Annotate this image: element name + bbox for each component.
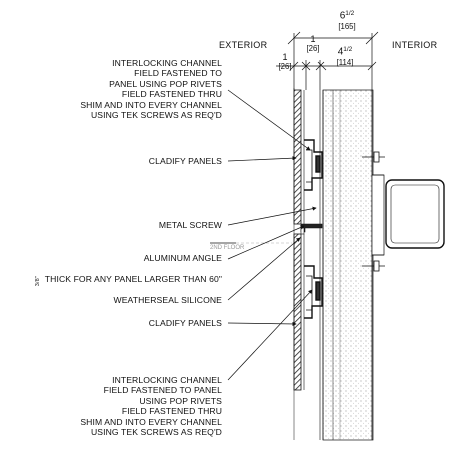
tek-screw-upper: [362, 151, 385, 163]
dimension-overall: 61/2 [165]: [325, 10, 369, 31]
cladding-panel-bottom: [293, 233, 302, 391]
callout-weatherseal-silicone: WEATHERSEAL SILICONE: [113, 295, 222, 305]
interior-heading: INTERIOR: [392, 40, 438, 50]
dimension-mid-mm: [26]: [306, 44, 320, 53]
floor-edge: [371, 174, 385, 256]
callout-interlocking-channel-bottom: INTERLOCKING CHANNEL FIELD FASTENED TO P…: [80, 375, 222, 438]
dimension-left-whole: 1: [282, 52, 288, 62]
callout-cladify-panels-bottom: CLADIFY PANELS: [148, 318, 222, 328]
angle-note-text: THICK FOR ANY PANEL LARGER THAN 60": [44, 274, 222, 285]
dimension-overall-whole: 6: [339, 10, 346, 22]
leader-lines: [227, 89, 317, 381]
floor-label: 2ND FLOOR: [210, 245, 245, 251]
dimension-lines: [276, 31, 379, 90]
callout-angle-note: 3/8"THICK FOR ANY PANEL LARGER THAN 60": [28, 264, 222, 287]
dimension-left: 1 [26]: [274, 52, 296, 71]
dimension-left-mm: [26]: [278, 62, 292, 71]
dimension-right-mm: [114]: [336, 57, 354, 67]
dimension-overall-fraction: 1/2: [345, 10, 355, 17]
interlocking-channel-bottom: [304, 265, 323, 319]
callout-cladify-panels-top: CLADIFY PANELS: [148, 156, 222, 166]
dimension-right-fraction: 1/2: [343, 46, 353, 53]
callout-aluminum-angle: ALUMINUM ANGLE: [143, 253, 222, 263]
dimension-right-whole: 4: [337, 46, 344, 58]
angle-fraction: 3/8": [34, 276, 41, 287]
callout-interlocking-channel-top: INTERLOCKING CHANNEL FIELD FASTENED TO P…: [80, 58, 222, 121]
insulation-zone: [322, 89, 374, 441]
dimension-ticks: [301, 61, 327, 71]
dimension-mid: 1 [26]: [302, 34, 324, 53]
steel-beam: [385, 179, 445, 249]
cladding-panel-top: [293, 89, 302, 225]
dimension-right: 41/2 [114]: [328, 46, 362, 67]
dimension-mid-whole: 1: [310, 34, 316, 44]
aluminum-angle: [300, 223, 323, 235]
callout-metal-screw: METAL SCREW: [158, 220, 222, 230]
dimension-overall-mm: [165]: [338, 21, 356, 31]
tek-screw-lower: [362, 260, 385, 272]
exterior-heading: EXTERIOR: [219, 40, 268, 50]
